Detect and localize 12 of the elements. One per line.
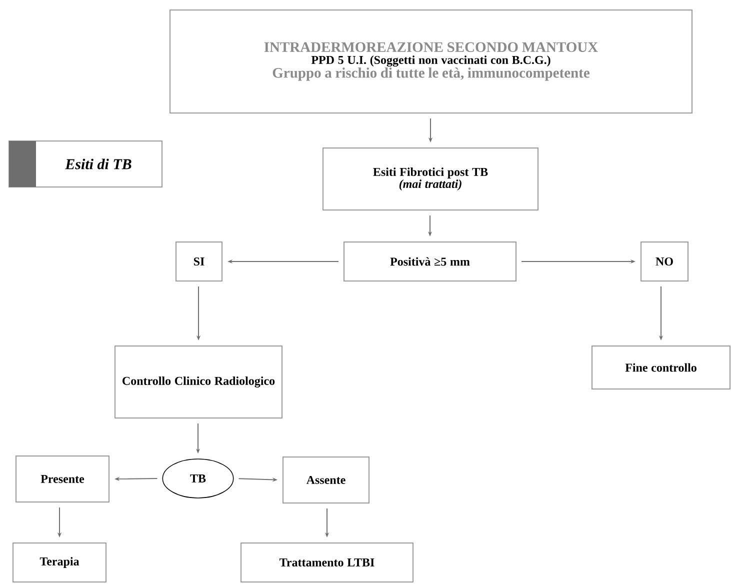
process-box: Controllo Clinico Radiologico (114, 346, 282, 418)
process-box: Fine controllo (592, 346, 730, 390)
process-box: Presente (16, 456, 110, 502)
answer-box: SI (176, 242, 222, 282)
section-tab: Esiti di TB (8, 140, 162, 188)
process-box: INTRADERMOREAZIONE SECONDO MANTOUX PPD 5 U.I. (Soggetti non vaccinati con B.C.G.) Gruppo a rischio di tutte le età, immunocompetente (170, 10, 692, 114)
answer-box: NO (640, 242, 688, 282)
process-box: Terapia (12, 542, 106, 582)
process-box: Assente (282, 456, 370, 504)
process-box: Esiti Fibrotici post TB (mai trattati) (322, 148, 538, 210)
process-box: Trattamento LTBI (240, 542, 414, 582)
process-box: Positivà ≥5 mm (344, 242, 516, 282)
